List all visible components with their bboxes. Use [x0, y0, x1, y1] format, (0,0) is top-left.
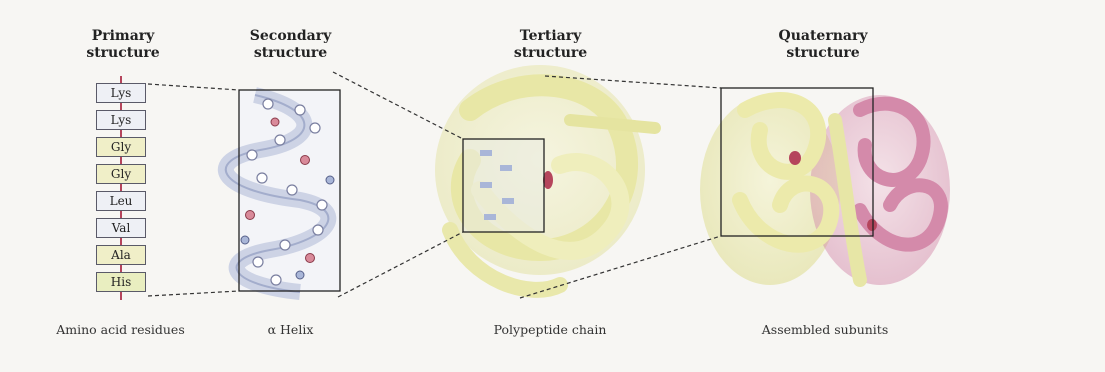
- caption-polypeptide-chain: Polypeptide chain: [470, 322, 630, 337]
- residue-box: Gly: [96, 164, 146, 184]
- heading-secondary-structure: Secondary structure: [238, 28, 343, 62]
- heading-quaternary-line1: Quaternary: [768, 28, 878, 45]
- residue-box: Lys: [96, 110, 146, 130]
- quaternary-structure-illustration: [700, 88, 950, 285]
- caption-alpha-helix: α Helix: [248, 322, 333, 337]
- heading-tertiary-line2: structure: [498, 45, 603, 62]
- tertiary-structure-illustration: [435, 65, 655, 290]
- heading-primary-line2: structure: [78, 45, 168, 62]
- alpha-helix-illustration: [226, 90, 340, 292]
- residue-box: Gly: [96, 137, 146, 157]
- connector-primary-secondary: [148, 84, 239, 296]
- residue-box: Val: [96, 218, 146, 238]
- caption-amino-acid-residues: Amino acid residues: [38, 322, 203, 337]
- heading-quaternary-line2: structure: [768, 45, 878, 62]
- heading-primary-structure: Primary structure: [78, 28, 168, 62]
- heading-secondary-line1: Secondary: [238, 28, 343, 45]
- residue-box: Leu: [96, 191, 146, 211]
- caption-assembled-subunits: Assembled subunits: [745, 322, 905, 337]
- residue-box: Lys: [96, 83, 146, 103]
- heading-secondary-line2: structure: [238, 45, 343, 62]
- heading-quaternary-structure: Quaternary structure: [768, 28, 878, 62]
- residue-box: His: [96, 272, 146, 292]
- heading-tertiary-structure: Tertiary structure: [498, 28, 603, 62]
- heading-primary-line1: Primary: [78, 28, 168, 45]
- heading-tertiary-line1: Tertiary: [498, 28, 603, 45]
- residue-box: Ala: [96, 245, 146, 265]
